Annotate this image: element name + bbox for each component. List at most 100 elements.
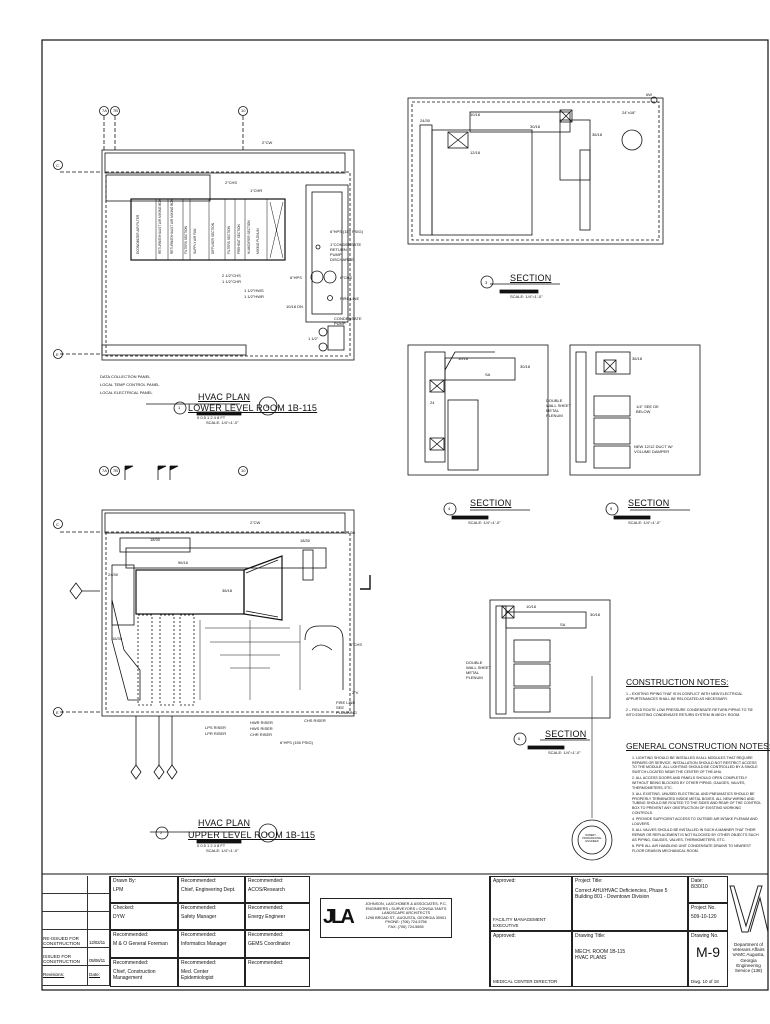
- firm-line: LANDSCAPE ARCHITECTS: [381, 911, 431, 916]
- ahu-section-label: FILTERS SECTION: [227, 226, 231, 254]
- revision-blank: [42, 876, 88, 894]
- cell-label: Recommended:: [113, 960, 149, 966]
- note-number: 1: [626, 692, 628, 696]
- drawing-title: MECH. ROOM 1B-115: [575, 949, 626, 955]
- firm-line: FAX: (706) 724-5655: [388, 924, 424, 929]
- va-logo: [729, 885, 768, 933]
- construction-note: 1 – EXISTING PIPING THAT IS IN CONFLICT …: [626, 692, 743, 701]
- duct-label: 10/18: [470, 112, 481, 117]
- cell-label: Approved:: [493, 933, 516, 939]
- section-scale: SCALE: 1/4"=1'-0": [510, 294, 543, 299]
- duct-label: NEW 12/12 DUCT W/ VOLUME DAMPER: [634, 444, 673, 454]
- ahu-section-label: PREHEAT SECTION: [237, 224, 241, 254]
- engineer-seal: [571, 819, 613, 861]
- upper-plan-drawing: [53, 465, 371, 844]
- duct-label: 10/18: [526, 604, 537, 609]
- pipe-label: 6"HPS: [290, 275, 302, 280]
- general-note: 1. LIGHTING SHOULD BE INSTALLED IN ALL M…: [632, 756, 758, 774]
- general-note: 4. PROVIDE SUFFICIENT ACCESS TO OUTSIDE …: [632, 817, 758, 826]
- cell-value: Chief, Engineering Dept.: [181, 887, 236, 893]
- cell-label: Checked:: [113, 905, 135, 911]
- panel-label: LOCAL ELECTRICAL PANEL: [100, 390, 153, 395]
- duct-label: 24"x18": [622, 110, 636, 115]
- general-note: 3. ALL EXISTING, UNUSED ELECTRICAL AND P…: [632, 792, 762, 815]
- va-line: Engineering Service (138): [734, 962, 763, 974]
- pipe-label: HWR RISER: [250, 720, 273, 725]
- general-notes-list: 1. LIGHTING SHOULD BE INSTALLED IN ALL M…: [632, 756, 762, 853]
- note-text: FIELD ROUTE LOW PRESSURE CONDENSATE RETU…: [626, 708, 753, 717]
- date-label: Date:: [88, 966, 110, 986]
- cell-value: LPM: [113, 887, 124, 893]
- section-5-drawing: [569, 344, 701, 520]
- recommended-cell: Recommended:M & O General Foreman: [110, 930, 178, 958]
- cell-label: Recommended:: [181, 878, 217, 884]
- ahu-section-label: ECONOMIZER AIR FILTER: [136, 214, 140, 254]
- seal-text: ROBERT ... PROFESSIONAL ENGINEER: [582, 834, 602, 843]
- construction-notes-title: CONSTRUCTION NOTES:: [626, 677, 729, 687]
- section-6-drawing: [489, 599, 611, 750]
- pipe-label: 1"CONDENSATE RETURN PUMP DISCHARGE: [330, 242, 362, 262]
- scale-ticks: 0 0.5 1 2 4 8 FT: [197, 843, 226, 848]
- revision-blank: [42, 894, 88, 912]
- ahu-section-label: SUPPLY AIR FAN: [193, 228, 197, 254]
- pipe-label: 1 1/2"CHR: [222, 279, 241, 284]
- cell-label: Project Title:: [575, 878, 603, 884]
- section-number: 4: [448, 506, 451, 511]
- project-title-2: Building 801 - Downtown Division: [575, 894, 650, 900]
- duct-label: 10/18: [458, 356, 469, 361]
- project-title-cell: Project Title: Correct AHU/HVAC Deficienc…: [572, 876, 688, 931]
- duct-label: 96/16: [178, 560, 189, 565]
- cell-label: Recommended:: [248, 932, 284, 938]
- section-number: 5: [610, 506, 613, 511]
- ahu-section-label: MIXING PLENUM: [256, 228, 260, 254]
- pipe-label: 6"HPS (150 PSIG): [330, 229, 363, 234]
- duct-label: 24/30: [108, 572, 119, 577]
- revision-desc: ISSUED FOR CONSTRUCTION: [42, 948, 88, 966]
- pipe-label: 1 1/2"HWS: [244, 288, 264, 293]
- va-block: Department of Veterans Affairs VAMC Augu…: [728, 876, 768, 987]
- approved-cell: Approved:FACILITY MANAGEMENT EXECUTIVE: [490, 876, 572, 931]
- cell-label: Recommended:: [248, 960, 284, 966]
- grid-label: 7A: [102, 108, 107, 113]
- recommended-cell: Recommended: Chief, Engineering Dept.: [178, 876, 245, 903]
- section-title: SECTION: [545, 729, 587, 739]
- note-number: 2: [626, 708, 628, 712]
- pipe-label: FIRE LINE SEE PLUMBING: [336, 700, 357, 715]
- section-number: 6: [518, 736, 521, 741]
- pipe-label: 2"CW: [262, 140, 273, 145]
- revisions-label: Revisions:: [42, 966, 88, 986]
- cell-value: MEDICAL CENTER DIRECTOR: [493, 979, 558, 984]
- cell-value: Med. Center Epidemiologist: [181, 969, 214, 981]
- grid-label: C: [56, 163, 59, 168]
- upper-plan-subtitle: UPPER LEVEL ROOM 1B-115: [188, 830, 316, 840]
- duct-label: #W: [646, 92, 652, 97]
- grid-label: E: [56, 710, 59, 715]
- duct-label: 24: [430, 400, 435, 405]
- pipe-label: LPR RISER: [205, 731, 227, 736]
- ahu-section-label: FILTERS SECTION: [184, 226, 188, 254]
- ahu-section-label: HUMIDIFIER SECTION: [247, 220, 251, 254]
- north-arrow: N: [266, 404, 269, 409]
- duct-label: 24/30: [420, 118, 431, 123]
- project-title: Correct AHU/HVAC Deficiencies, Phase 5: [575, 888, 668, 894]
- va-line: Department of Veterans Affairs: [732, 942, 765, 953]
- duct-label: DOUBLE WALL SHEET METAL PLENUM: [466, 660, 491, 680]
- duct-label: SA: [485, 372, 491, 377]
- grid-label: 10: [241, 468, 246, 473]
- cell-label: Recommended:: [181, 905, 217, 911]
- firm-line: ENGINEERS • SURVEYORS • CONSULTANTS: [365, 906, 447, 911]
- drawing-no-value: M-9: [695, 944, 721, 960]
- panel-label: LOCAL TEMP CONTROL PANEL: [100, 382, 160, 387]
- date-value: 8/30/10: [691, 884, 708, 890]
- pipe-label: 1 1/2"HWR: [244, 294, 264, 299]
- cell-label: Recommended:: [181, 960, 217, 966]
- general-note: 5. ALL VALVES SHOULD BE INSTALLED IN SUC…: [632, 828, 759, 842]
- pipe-label: 2"CW: [250, 520, 261, 525]
- project-no-value: 509-10-120: [691, 914, 717, 920]
- section-4-drawing: [407, 344, 549, 520]
- pipe-label: FIRE LINE: [340, 296, 360, 301]
- revision-date: 05/06/11: [88, 948, 110, 966]
- firm-line: PHONE: (706) 724-5756: [385, 920, 427, 925]
